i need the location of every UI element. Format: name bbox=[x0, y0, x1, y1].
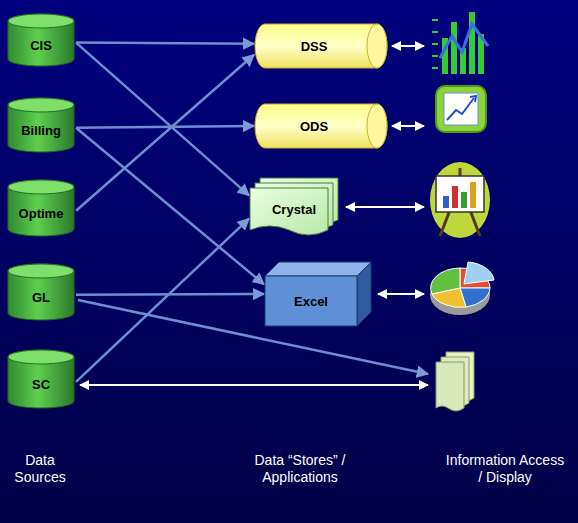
node-content: CIS bbox=[8, 14, 74, 66]
node-content: Crystal bbox=[250, 178, 338, 236]
node-label: Optime bbox=[19, 206, 64, 221]
access-arrows bbox=[80, 46, 428, 385]
node-label: Crystal bbox=[272, 202, 316, 217]
data-flow-arrow bbox=[76, 43, 249, 196]
node-content: Billing bbox=[8, 98, 74, 152]
data-store: DSS bbox=[255, 24, 387, 68]
report-document: Crystal bbox=[250, 178, 338, 236]
node-label: Excel bbox=[294, 294, 328, 309]
data-flow-arrow bbox=[76, 43, 254, 44]
node-content: DSS bbox=[255, 24, 387, 68]
documents-icon bbox=[436, 352, 474, 411]
node-label: SC bbox=[32, 377, 50, 392]
data-flow-arrow bbox=[76, 126, 254, 128]
trend-icon bbox=[436, 86, 486, 132]
data-flow-arrow bbox=[76, 128, 264, 285]
source-database: Billing bbox=[8, 98, 74, 152]
node-label: GL bbox=[32, 290, 50, 305]
node-content: Excel bbox=[265, 262, 371, 326]
pie-chart-icon bbox=[430, 262, 494, 315]
report-line bbox=[78, 300, 428, 374]
node-label: DSS bbox=[301, 39, 328, 54]
node-content: GL bbox=[8, 264, 74, 320]
source-database: Optime bbox=[8, 180, 74, 236]
node-content: SC bbox=[8, 350, 74, 408]
presentation-icon bbox=[430, 162, 490, 238]
source-database: GL bbox=[8, 264, 74, 320]
node-label: ODS bbox=[300, 119, 328, 134]
spreadsheet-cube: Excel bbox=[265, 262, 371, 326]
bar-chart-icon bbox=[432, 12, 488, 74]
column-caption: Data Sources bbox=[4, 452, 76, 486]
data-store: ODS bbox=[255, 104, 387, 148]
node-label: CIS bbox=[30, 38, 52, 53]
column-caption: Information Access / Display bbox=[443, 452, 567, 486]
data-flow-arrow bbox=[76, 219, 249, 382]
source-database: SC bbox=[8, 350, 74, 408]
node-content: Optime bbox=[8, 180, 74, 236]
data-flow-arrow bbox=[76, 55, 254, 211]
node-label: Billing bbox=[21, 123, 61, 138]
column-caption: Data “Stores” / Applications bbox=[235, 452, 365, 486]
source-database: CIS bbox=[8, 14, 74, 66]
node-content: ODS bbox=[255, 104, 387, 148]
